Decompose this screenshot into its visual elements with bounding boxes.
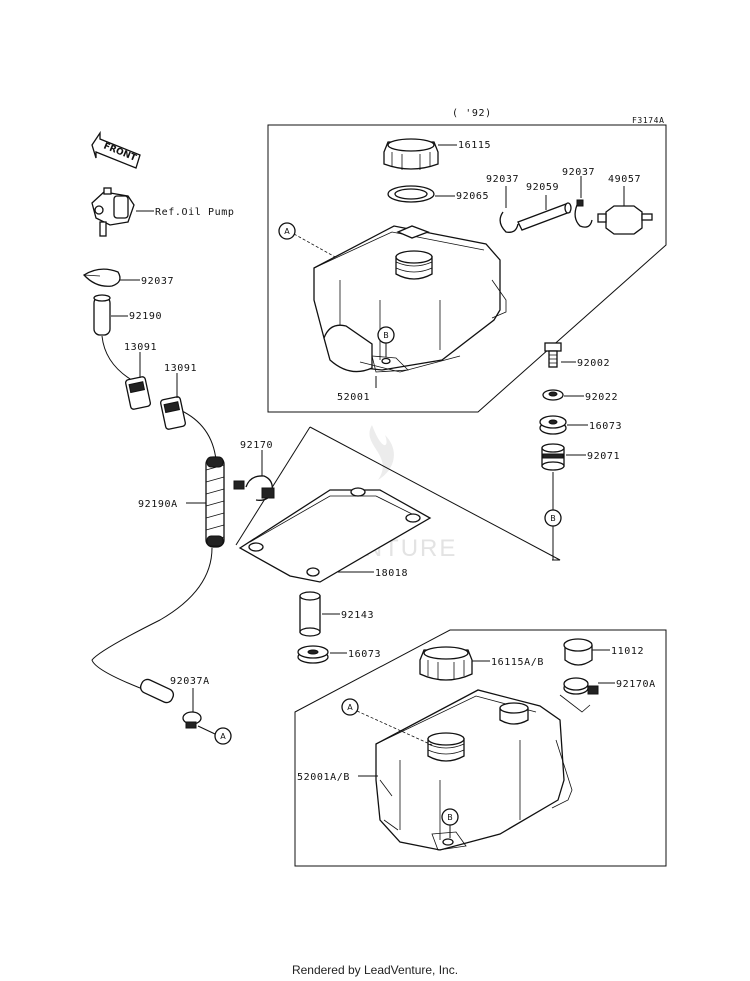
- hose-end-icon: [139, 678, 175, 704]
- part-52001: 52001: [337, 392, 370, 403]
- clamp-92170-icon: [233, 475, 275, 501]
- part-16115: 16115: [458, 140, 491, 151]
- part-92037-pump: 92037: [141, 276, 174, 287]
- callout-a-lower-left-text: A: [220, 732, 226, 741]
- part-18018: 18018: [375, 568, 408, 579]
- oil-tank-52001ab-icon: [375, 689, 573, 851]
- filter-49057-icon: [597, 205, 653, 235]
- part-11012: 11012: [611, 646, 644, 657]
- tank-cap-16115ab-icon: [419, 646, 473, 681]
- part-92037-left: 92037: [486, 174, 519, 185]
- front-arrow-icon: FRONT: [91, 130, 141, 169]
- ref-oil-pump-label: Ref.Oil Pump: [155, 207, 234, 218]
- part-49057: 49057: [608, 174, 641, 185]
- clamp-13091-a-icon: [125, 376, 151, 410]
- clip-92037-right-icon: [574, 199, 593, 228]
- clip-92037-pump-icon: [82, 268, 121, 287]
- year-note: ( '92): [452, 108, 492, 119]
- part-16115ab: 16115A/B: [491, 657, 544, 668]
- oil-tank-52001-icon: [313, 225, 507, 373]
- callout-a-lower-left: [214, 727, 232, 745]
- footer-credit: Rendered by LeadVenture, Inc.: [291, 963, 459, 977]
- part-52001ab: 52001A/B: [297, 772, 350, 783]
- gasket-92065-icon: [387, 185, 435, 203]
- callout-b-upper-text: B: [383, 331, 389, 340]
- callout-b-lower-text: B: [447, 813, 453, 822]
- part-92143: 92143: [341, 610, 374, 621]
- washer-92022-icon: [542, 389, 564, 401]
- upper-group-frame: [267, 124, 667, 413]
- oil-pump-icon: [91, 187, 135, 237]
- part-92022: 92022: [585, 392, 618, 403]
- part-92037a: 92037A: [170, 676, 210, 687]
- plate-region-line: [309, 426, 561, 561]
- hose-92190-icon: [93, 296, 111, 336]
- tank-cap-16115-icon: [383, 138, 439, 170]
- bracket-plate-18018-icon: [238, 487, 432, 583]
- callout-a-lower-text: A: [347, 703, 353, 712]
- part-92037-right: 92037: [562, 167, 595, 178]
- clamp-13091-b-icon: [160, 396, 186, 430]
- part-13091-a: 13091: [124, 342, 157, 353]
- spiral-protector-92190a-icon: [205, 456, 225, 548]
- bolt-92002-icon: [544, 342, 562, 368]
- cap-11012-icon: [563, 638, 593, 666]
- callout-a-upper-text: A: [284, 227, 290, 236]
- hose-92059-icon: [517, 202, 572, 231]
- damper-92071-icon: [541, 443, 565, 471]
- part-92002: 92002: [577, 358, 610, 369]
- clamp-92170a-icon: [563, 677, 599, 695]
- part-92170: 92170: [240, 440, 273, 451]
- lower-group-frame: [294, 629, 667, 867]
- part-92170a: 92170A: [616, 679, 656, 690]
- callout-a-lower: [341, 698, 359, 716]
- grommet-16073-lower-icon: [297, 645, 329, 664]
- part-92059: 92059: [526, 182, 559, 193]
- callout-b-right-text: B: [550, 514, 556, 523]
- part-92065: 92065: [456, 191, 489, 202]
- part-92071: 92071: [587, 451, 620, 462]
- clip-92037-left-icon: [499, 211, 519, 233]
- oil-hose-run: [91, 335, 217, 689]
- grommet-16073-right-icon: [539, 415, 567, 435]
- part-16073-right: 16073: [589, 421, 622, 432]
- spacer-92143-icon: [299, 591, 321, 637]
- watermark-flame-icon: [369, 425, 394, 480]
- part-16073-lower: 16073: [348, 649, 381, 660]
- clip-92037a-icon: [182, 711, 202, 729]
- part-92190a: 92190A: [138, 499, 178, 510]
- callout-a-upper: [278, 222, 296, 240]
- part-92190: 92190: [129, 311, 162, 322]
- figure-code: F3174A: [632, 116, 665, 125]
- part-13091-b: 13091: [164, 363, 197, 374]
